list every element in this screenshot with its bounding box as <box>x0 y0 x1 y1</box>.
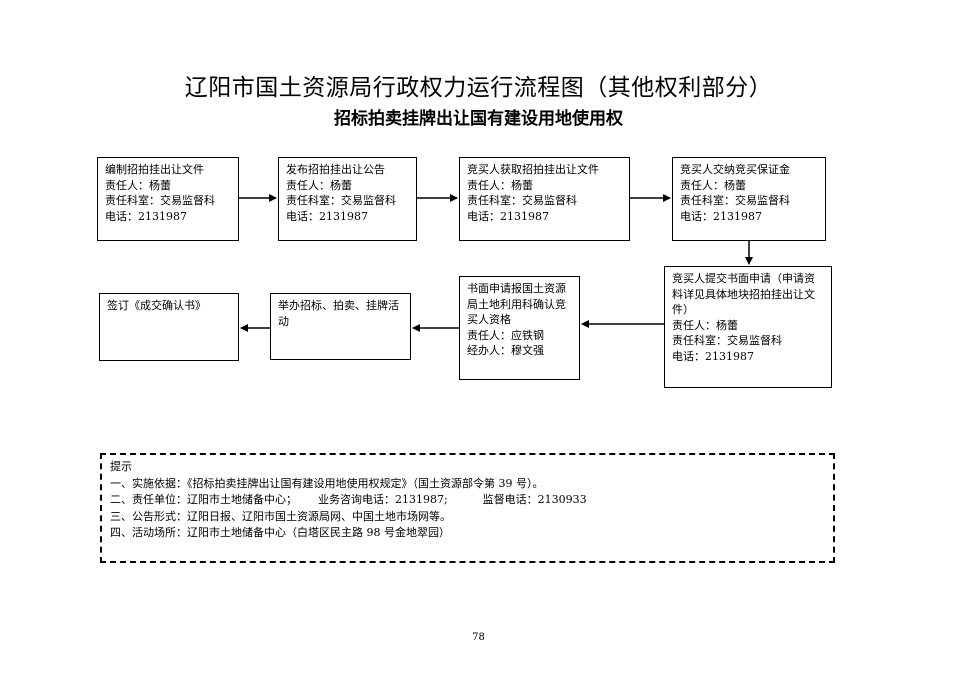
step-box-1: 编制招拍挂出让文件 责任人：杨蕾 责任科室：交易监督科 电话：2131987 <box>97 157 239 241</box>
step-box-4: 竞买人交纳竞买保证金 责任人：杨蕾 责任科室：交易监督科 电话：2131987 <box>672 157 826 241</box>
notes-item: 三、公告形式：辽阳日报、辽阳市国土资源局网、中国土地市场网等。 <box>110 509 451 523</box>
step-line: 责任科室：交易监督科 <box>672 334 782 347</box>
step-line: 责任人：杨蕾 <box>286 178 352 192</box>
notes-heading: 提示 <box>110 460 132 473</box>
step-line: 发布招拍挂出让公告 <box>286 163 385 176</box>
step-line: 责任科室：交易监督科 <box>467 194 577 207</box>
step-line: 经办人：穆文强 <box>467 344 544 357</box>
step-line: 责任人：杨蕾 <box>680 178 746 192</box>
notes-item: 一、实施依据：《招标拍卖挂牌出让国有建设用地使用权规定》（国土资源部令第 39 … <box>110 476 544 490</box>
notes-item: 四、活动场所：辽阳市土地储备中心（白塔区民主路 98 号金地翠园） <box>110 526 450 539</box>
step-line: 竞买人交纳竞买保证金 <box>680 163 790 176</box>
page-title: 辽阳市国土资源局行政权力运行流程图（其他权利部分） <box>184 75 773 101</box>
step-box-2: 发布招拍挂出让公告 责任人：杨蕾 责任科室：交易监督科 电话：2131987 <box>278 157 417 241</box>
page-number: 78 <box>472 632 485 643</box>
step-box-7: 举办招标、拍卖、挂牌活动 <box>270 293 411 360</box>
page-subtitle: 招标拍卖挂牌出让国有建设用地使用权 <box>334 109 623 129</box>
step-box-8: 签订《成交确认书》 <box>99 293 239 361</box>
step-line: 电话：2131987 <box>286 209 368 223</box>
step-line: 责任人：杨蕾 <box>672 318 738 332</box>
step-box-5: 竞买人提交书面申请（申请资料详见具体地块招拍挂出让文件） 责任人：杨蕾 责任科室… <box>664 266 832 388</box>
step-line: 举办招标、拍卖、挂牌活动 <box>278 299 399 328</box>
step-line: 电话：2131987 <box>105 209 187 223</box>
step-line: 责任人：杨蕾 <box>467 178 533 192</box>
step-box-3: 竞买人获取招拍挂出让文件 责任人：杨蕾 责任科室：交易监督科 电话：213198… <box>459 157 630 241</box>
step-line: 电话：2131987 <box>680 209 762 223</box>
step-line: 责任科室：交易监督科 <box>105 194 215 207</box>
step-line: 竞买人提交书面申请（申请资料详见具体地块招拍挂出让文件） <box>672 272 815 316</box>
notes-item: 二、责任单位：辽阳市土地储备中心； 业务咨询电话：2131987; 监督电话：2… <box>110 493 587 506</box>
step-line: 书面申请报国土资源局土地利用科确认竞买人资格 <box>467 282 566 326</box>
step-line: 责任科室：交易监督科 <box>286 194 396 207</box>
step-line: 编制招拍挂出让文件 <box>105 163 204 176</box>
step-line: 责任科室：交易监督科 <box>680 194 790 207</box>
step-line: 责任人：杨蕾 <box>105 178 171 192</box>
step-line: 竞买人获取招拍挂出让文件 <box>467 163 599 176</box>
step-line: 电话：2131987 <box>467 209 549 223</box>
step-line: 责任人：应铁钢 <box>467 328 544 342</box>
step-box-6: 书面申请报国土资源局土地利用科确认竞买人资格 责任人：应铁钢 经办人：穆文强 <box>459 276 580 380</box>
step-line: 签订《成交确认书》 <box>107 299 206 312</box>
step-line: 电话：2131987 <box>672 349 754 363</box>
notes-box: 提示 一、实施依据：《招标拍卖挂牌出让国有建设用地使用权规定》（国土资源部令第 … <box>100 453 835 563</box>
